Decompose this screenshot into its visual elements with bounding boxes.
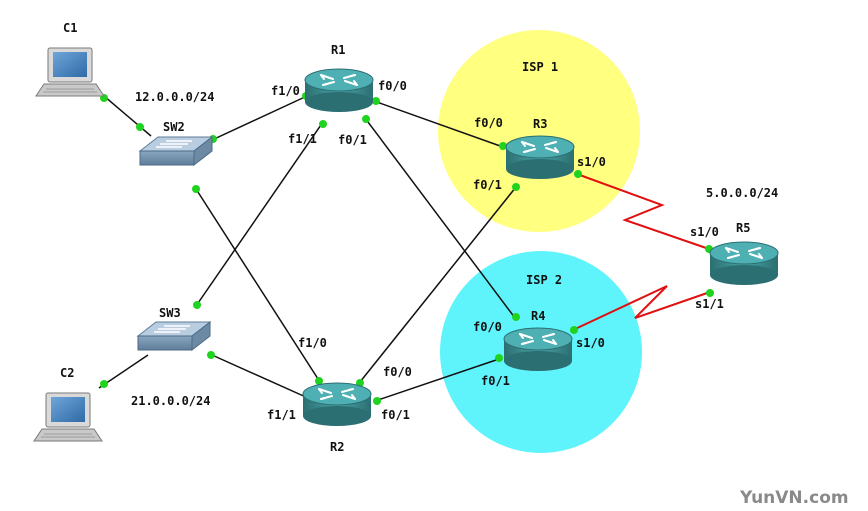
port-dot: [512, 313, 520, 321]
port-dot: [362, 115, 370, 123]
r1-f0-0-label: f0/0: [378, 79, 407, 93]
r3-label: R3: [533, 117, 547, 131]
port-dot: [570, 326, 578, 334]
port-dot: [315, 377, 323, 385]
r5-s1-1-label: s1/1: [695, 297, 724, 311]
link-sw2-r2: [195, 188, 321, 383]
port-dot: [574, 170, 582, 178]
switch-sw3[interactable]: [137, 321, 211, 351]
r2-f0-1-label: f0/1: [381, 408, 410, 422]
isp1-label: ISP 1: [522, 60, 558, 74]
port-dot: [207, 351, 215, 359]
watermark-text: YunVN.com: [739, 488, 849, 508]
r4-f0-0-label: f0/0: [473, 320, 502, 334]
r5-s1-0-label: s1/0: [690, 225, 719, 239]
r2-f0-0-label: f0/0: [383, 365, 412, 379]
port-dot: [373, 397, 381, 405]
port-dot: [372, 97, 380, 105]
port-dot: [495, 354, 503, 362]
r3-s1-0-label: s1/0: [577, 155, 606, 169]
serial-link-r4-r5: [572, 285, 711, 331]
network-label-12: 12.0.0.0/24: [135, 90, 214, 104]
c1-label: C1: [63, 21, 77, 35]
port-dot: [192, 185, 200, 193]
port-dot: [136, 123, 144, 131]
c2-label: C2: [60, 366, 74, 380]
pc-c2[interactable]: [33, 392, 103, 442]
r2-label: R2: [330, 440, 344, 454]
link-sw3-r1: [195, 121, 324, 307]
r4-label: R4: [531, 309, 545, 323]
router-r3[interactable]: [505, 135, 575, 180]
isp1-zone: [438, 30, 640, 232]
serial-link-r3-r5: [576, 173, 710, 250]
network-label-5: 5.0.0.0/24: [706, 186, 778, 200]
r4-s1-0-label: s1/0: [576, 336, 605, 350]
sw2-label: SW2: [163, 120, 185, 134]
port-dot: [319, 120, 327, 128]
r3-f0-0-label: f0/0: [474, 116, 503, 130]
link-r2-r4: [377, 358, 500, 401]
link-r1-r4: [364, 117, 516, 319]
port-dot: [706, 289, 714, 297]
r5-label: R5: [736, 221, 750, 235]
r3-f0-1-label: f0/1: [473, 178, 502, 192]
router-r4[interactable]: [503, 327, 573, 372]
port-dot: [499, 142, 507, 150]
port-dot: [100, 380, 108, 388]
r1-f1-1-label: f1/1: [288, 132, 317, 146]
router-r5[interactable]: [709, 241, 779, 286]
r1-label: R1: [331, 43, 345, 57]
router-r1[interactable]: [304, 68, 374, 113]
r4-f0-1-label: f0/1: [481, 374, 510, 388]
port-dot: [193, 301, 201, 309]
sw3-label: SW3: [159, 306, 181, 320]
r2-f1-0-label: f1/0: [298, 336, 327, 350]
r1-f1-0-label: f1/0: [271, 84, 300, 98]
port-dot: [512, 183, 520, 191]
pc-c1[interactable]: [35, 47, 105, 97]
r2-f1-1-label: f1/1: [267, 408, 296, 422]
network-label-21: 21.0.0.0/24: [131, 394, 210, 408]
link-r2-r3: [359, 186, 517, 383]
r1-f0-1-label: f0/1: [338, 133, 367, 147]
link-sw3-r2: [211, 354, 309, 399]
router-r2[interactable]: [302, 382, 372, 427]
isp2-label: ISP 2: [526, 273, 562, 287]
link-r1-r3: [373, 100, 504, 148]
link-sw2-r1: [211, 95, 308, 141]
switch-sw2[interactable]: [139, 136, 213, 166]
